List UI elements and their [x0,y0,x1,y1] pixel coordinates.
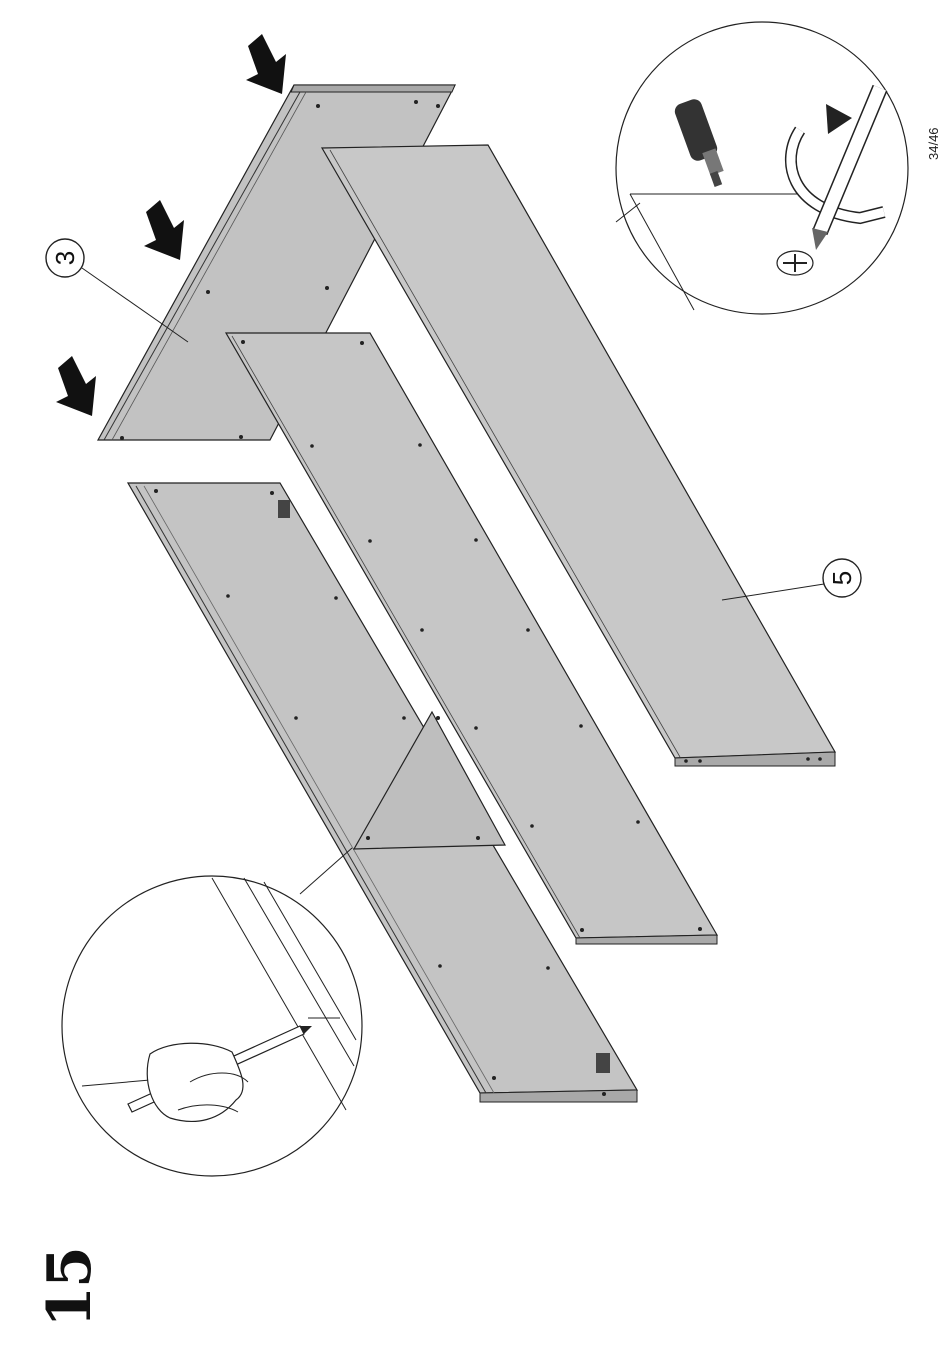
hand-icon [147,1043,248,1121]
callout-5-label: 5 [827,571,857,585]
detail-pencil-marking [62,848,362,1176]
down-right-arrow-icon [246,34,286,94]
callout-3-label: 3 [50,251,80,265]
step-number-text: 15 [35,1248,105,1328]
step-number: 15 [20,1238,120,1338]
down-right-arrow-icon [144,200,184,260]
phillips-screw-icon [777,251,813,275]
page-counter: 34/46 [926,80,946,160]
detail-screw-tightening [616,22,908,314]
down-right-arrow-icon [56,356,96,416]
